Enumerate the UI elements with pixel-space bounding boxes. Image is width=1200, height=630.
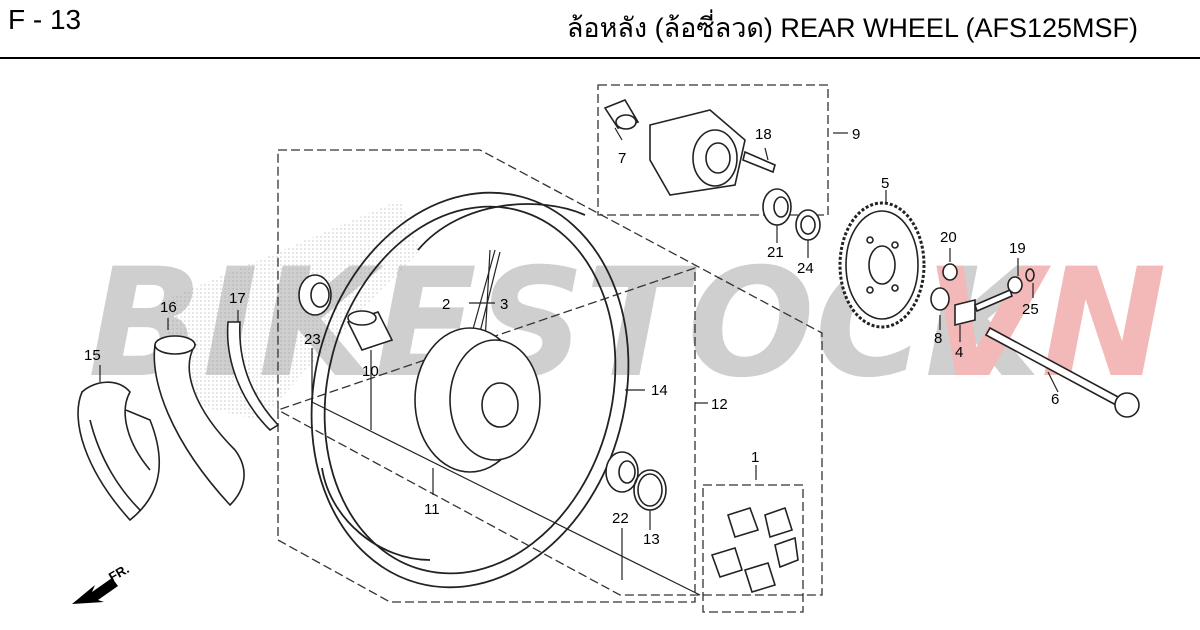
- page-code: F - 13: [8, 4, 82, 35]
- collar-7: [603, 99, 640, 130]
- driven-sprocket: [838, 201, 926, 329]
- nut-20: [942, 263, 958, 281]
- rear-axle: [984, 326, 1140, 418]
- callout-8: 8: [934, 330, 942, 347]
- watermark-text-red: VN: [925, 237, 1167, 411]
- stud-bolt: [742, 150, 776, 174]
- rim-box: [277, 267, 696, 603]
- leader-lines: [99, 127, 1059, 596]
- callout-9: 9: [852, 126, 860, 143]
- front-direction-arrow: FR.: [72, 561, 132, 604]
- dotted-shading: [165, 200, 420, 420]
- collar-8: [930, 287, 950, 311]
- callout-17: 17: [229, 290, 246, 307]
- bearing-21: [762, 188, 792, 226]
- final-driven-flange: [649, 109, 746, 196]
- callout-2: 2: [442, 296, 450, 313]
- callout-22: 22: [612, 510, 629, 527]
- bearing-22: [605, 451, 639, 493]
- callout-11: 11: [424, 501, 440, 518]
- rim: [310, 191, 630, 589]
- rim-band: [226, 321, 280, 432]
- callout-19: 19: [1009, 240, 1026, 257]
- callout-18: 18: [755, 126, 772, 143]
- circlip: [633, 469, 667, 511]
- distance-collar: [346, 310, 394, 351]
- chain-adjuster: [954, 288, 1013, 327]
- callout-14: 14: [651, 382, 668, 399]
- bearing-23: [298, 274, 332, 316]
- callout-23: 23: [304, 331, 321, 348]
- callout-20: 20: [940, 229, 957, 246]
- cotter-pin: [1025, 268, 1035, 282]
- callout-12: 12: [711, 396, 728, 413]
- wheel-assembly-box: [277, 149, 823, 596]
- tire: [77, 381, 160, 522]
- nut-19: [1007, 276, 1023, 294]
- callout-4: 4: [955, 344, 963, 361]
- callout-24: 24: [797, 260, 814, 277]
- callout-7: 7: [618, 150, 626, 167]
- spokes: [469, 249, 501, 343]
- callout-16: 16: [160, 299, 177, 316]
- callout-6: 6: [1051, 391, 1059, 408]
- header-divider: [0, 57, 1200, 59]
- callout-15: 15: [84, 347, 101, 364]
- callout-25: 25: [1022, 301, 1039, 318]
- page-title: ล้อหลัง (ล้อซี่ลวด) REAR WHEEL (AFS125MS…: [566, 13, 1138, 43]
- wheel-damper-set: [710, 506, 799, 593]
- callout-13: 13: [643, 531, 660, 548]
- callout-10: 10: [362, 363, 379, 380]
- wheel-hub: [414, 327, 541, 473]
- callout-5: 5: [881, 175, 889, 192]
- damper-box: [702, 484, 804, 613]
- hub-assembly-box: [597, 84, 829, 216]
- callout-1: 1: [751, 449, 759, 466]
- oil-seal: [795, 209, 821, 241]
- callout-labels: 1 2 3 4 5 6 7 8 9 10 11 12 13 14 15 16 1…: [84, 126, 1059, 548]
- callout-3: 3: [500, 296, 508, 313]
- inner-tube: [153, 335, 245, 507]
- callout-21: 21: [767, 244, 784, 261]
